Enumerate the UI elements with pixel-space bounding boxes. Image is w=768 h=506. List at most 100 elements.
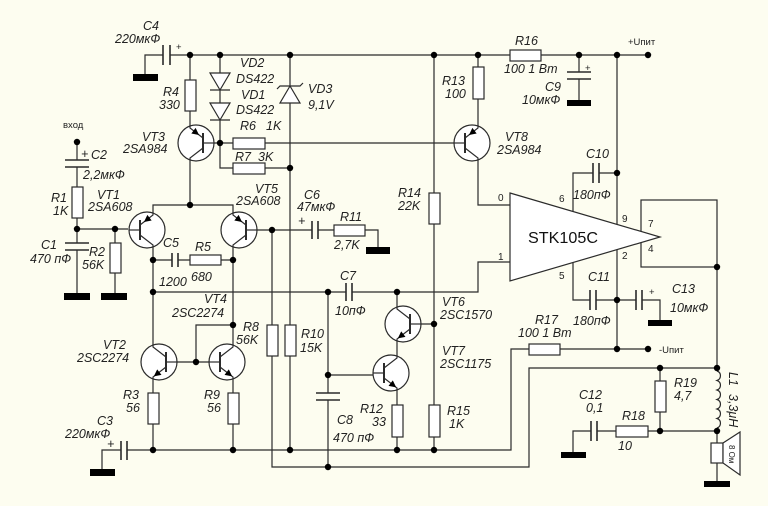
c3-ref: C3 (97, 414, 113, 428)
junction-node (229, 446, 237, 454)
diode-vd2 (208, 72, 232, 92)
resistor-r16 (509, 49, 542, 62)
ic-name: STK105C (528, 230, 598, 247)
r7-ref: R7 (235, 150, 252, 164)
r2-ref: R2 (89, 245, 105, 259)
emitter-arrow-icon (143, 214, 152, 222)
capacitor-c2 (65, 159, 89, 168)
vt2-ref: VT2 (103, 338, 126, 352)
r8-ref: R8 (243, 320, 259, 334)
vt5-value: 2SA608 (235, 194, 281, 208)
r4-value: 330 (159, 98, 180, 112)
junction-node (656, 427, 664, 435)
r17-ref: R17 (535, 313, 559, 327)
pin-label: 9 (622, 214, 628, 225)
ground-symbol (90, 469, 115, 476)
junction-node (713, 263, 721, 271)
resistor-r4 (184, 79, 197, 112)
resistor-r10 (284, 324, 297, 357)
resistor-r18 (615, 425, 649, 438)
r2-value: 56K (82, 258, 105, 272)
junction-node (286, 446, 294, 454)
emitter-arrow-icon (397, 331, 406, 339)
emitter-arrow-icon (191, 127, 200, 135)
r13-ref: R13 (442, 74, 465, 88)
c4-value: 220мкФ (114, 32, 160, 46)
zener-diode-vd3 (276, 82, 304, 104)
vt4-value: 2SC2274 (171, 306, 224, 320)
vt2-value: 2SC2274 (76, 351, 129, 365)
junction-node (324, 371, 332, 379)
junction-node (575, 51, 583, 59)
ground-symbol (561, 452, 586, 458)
r19-value: 4,7 (674, 389, 692, 403)
capacitor-c10 (592, 163, 600, 183)
r12-ref: R12 (360, 402, 383, 416)
junction-node (192, 358, 200, 366)
vt8-ref: VT8 (505, 130, 528, 144)
junction-node (186, 51, 194, 59)
r18-ref: R18 (622, 409, 645, 423)
resistor-r6 (232, 137, 266, 150)
vt7-value: 2SC1175 (439, 357, 491, 371)
vt4-ref: VT4 (204, 292, 227, 306)
pin-label: 1 (498, 252, 504, 263)
capacitor-c9 (567, 71, 591, 80)
vt8-value: 2SA984 (496, 143, 542, 157)
junction-node (149, 288, 157, 296)
emitter-arrow-icon (468, 127, 477, 135)
junction-node (430, 320, 438, 328)
diode-vd1 (208, 102, 232, 122)
capacitor-c11 (589, 290, 597, 310)
r1-value: 1K (53, 204, 69, 218)
vplus-label: +Uпит (628, 37, 656, 48)
c6-value: 47мкФ (297, 200, 335, 214)
resistor-r11 (333, 224, 366, 237)
transistor-vt2 (140, 342, 178, 382)
junction-node (149, 256, 157, 264)
c4-ref: C4 (143, 19, 159, 33)
capacitor-c3 (120, 441, 128, 460)
capacitor-c6 (311, 221, 319, 239)
vt6-value: 2SC1570 (439, 308, 492, 322)
junction-node (73, 138, 81, 146)
amplifier-triangle (509, 192, 663, 282)
capacitor-c1 (65, 242, 89, 251)
junction-node (216, 139, 224, 147)
pin-label: 6 (559, 194, 565, 205)
resistor-r17 (528, 343, 561, 356)
transistor-vt4 (208, 342, 246, 382)
junction-node (430, 446, 438, 454)
r10-value: 15K (300, 341, 323, 355)
transistor-vt8 (453, 123, 491, 163)
r19-ref: R19 (674, 376, 697, 390)
vt6-ref: VT6 (442, 295, 465, 309)
emitter-arrow-icon (224, 369, 233, 377)
capacitor-c4 (162, 45, 171, 65)
junction-node (644, 51, 652, 59)
r7-value: 3K (258, 150, 274, 164)
junction-node (474, 51, 482, 59)
transistor-vt3 (177, 123, 215, 163)
r3-value: 56 (126, 401, 140, 415)
r16-ref: R16 (515, 34, 538, 48)
r8-value: 56K (236, 333, 259, 347)
c2-value: 2,2мкФ (82, 168, 125, 182)
resistor-r19 (654, 380, 667, 413)
r9-value: 56 (207, 401, 221, 415)
junction-node (613, 296, 621, 304)
pin-label: 2 (622, 251, 628, 262)
resistor-unlabeled (266, 324, 279, 357)
r6-value: 1K (266, 119, 282, 133)
c1-ref: C1 (41, 238, 57, 252)
transistors (128, 123, 491, 393)
resistor-r5 (189, 254, 222, 266)
r5-value: 680 (191, 270, 212, 284)
c9-value: 10мкФ (522, 93, 560, 107)
junction-node (149, 446, 157, 454)
capacitor-c5 (171, 253, 179, 267)
grounds (64, 74, 730, 487)
c11-value: 180пФ (573, 314, 611, 328)
capacitor-c13 (635, 290, 643, 310)
junction-node (656, 364, 664, 372)
